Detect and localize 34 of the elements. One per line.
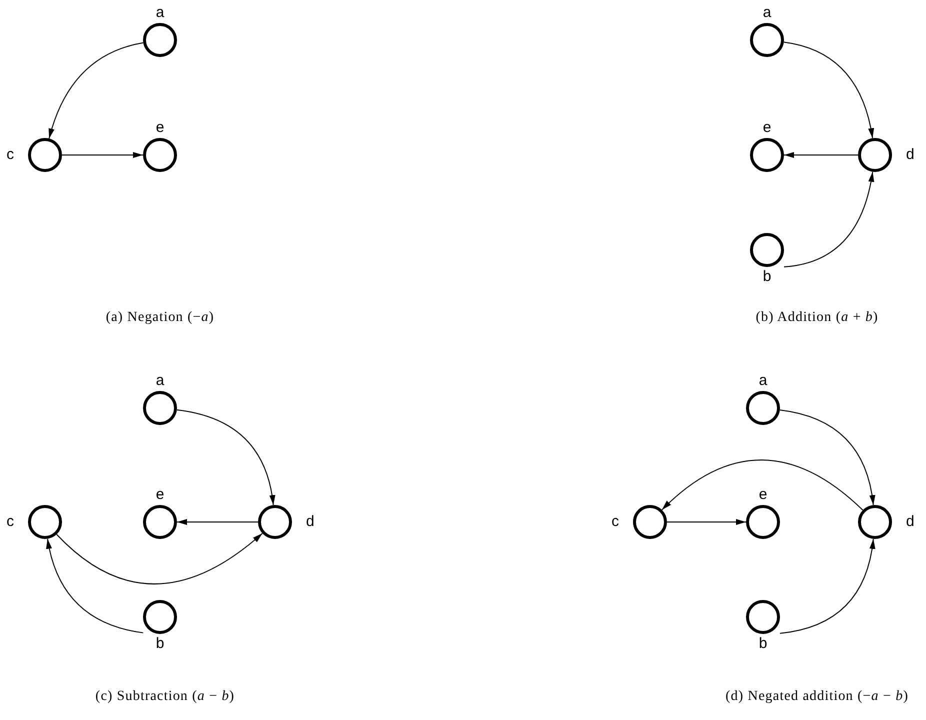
node-label: b bbox=[762, 269, 772, 285]
arrow bbox=[661, 460, 864, 511]
arrow bbox=[48, 42, 144, 139]
node-label: a bbox=[156, 373, 164, 389]
node-label: c bbox=[612, 514, 619, 530]
node-label: e bbox=[156, 487, 164, 503]
arrow bbox=[176, 519, 258, 525]
node-label: a bbox=[762, 5, 772, 21]
node-label: d bbox=[906, 147, 914, 163]
node-label: d bbox=[306, 514, 314, 530]
node-label: a bbox=[758, 373, 768, 389]
arrow bbox=[46, 538, 144, 634]
arrow bbox=[779, 409, 875, 506]
arrow bbox=[783, 171, 874, 268]
arrow bbox=[62, 152, 144, 158]
subfigure-caption: (b) Addition (a + b) bbox=[756, 310, 878, 326]
node-label: e bbox=[762, 120, 772, 136]
node-label: d bbox=[906, 514, 914, 530]
arrow bbox=[783, 42, 874, 139]
node-label: b bbox=[758, 636, 768, 652]
subfigure-caption: (d) Negated addition (−a − b) bbox=[726, 689, 908, 705]
node-label: e bbox=[758, 487, 768, 503]
node-label: b bbox=[156, 636, 164, 652]
subfigure-caption: (a) Negation (−a) bbox=[106, 310, 214, 326]
node-label: a bbox=[156, 5, 164, 21]
subfigure-caption: (c) Subtraction (a − b) bbox=[95, 689, 235, 705]
arrow bbox=[784, 152, 858, 158]
arrow bbox=[56, 532, 263, 584]
node-label: c bbox=[6, 514, 14, 530]
node-label: e bbox=[156, 120, 164, 136]
arrow bbox=[779, 538, 875, 634]
node-label: c bbox=[6, 147, 14, 163]
arrow bbox=[666, 519, 746, 525]
arrow bbox=[176, 409, 275, 506]
